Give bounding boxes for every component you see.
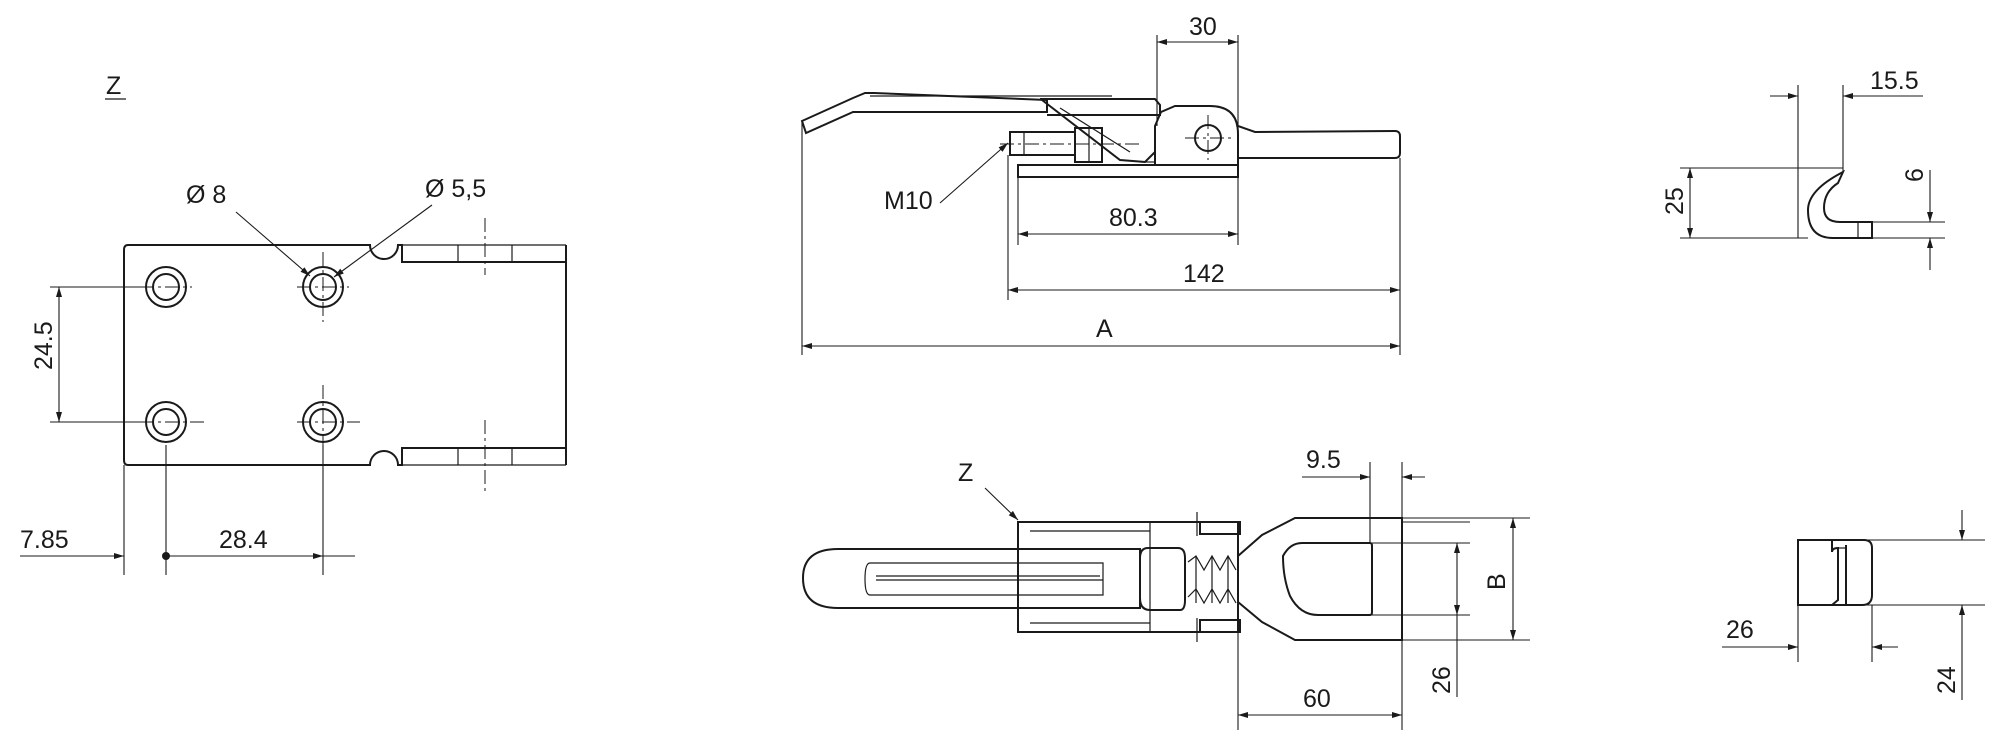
hook-front-view: 24 26	[1722, 510, 1985, 700]
handle	[1237, 125, 1401, 159]
dim-30-text: 30	[1189, 13, 1217, 41]
dim-80-3-text: 80.3	[1109, 204, 1158, 232]
base-plate-top	[1017, 521, 1239, 633]
hole-top-right	[297, 252, 349, 322]
m10-leader	[939, 142, 1009, 204]
view-z-label: Z	[106, 72, 121, 100]
dim-m10-text: M10	[884, 187, 933, 215]
hook-side-view: 15.5 25 6	[1661, 67, 1945, 270]
dim-142-text: 142	[1183, 260, 1225, 288]
dim-b-text: B	[1483, 573, 1511, 590]
u-shackle	[1237, 517, 1403, 641]
view-z-base-plate: Z	[20, 72, 567, 575]
dim-26-hook-text: 26	[1726, 616, 1754, 644]
hook-front-step	[1831, 540, 1839, 606]
pin-head-bot	[1199, 619, 1241, 633]
dim-7-85-text: 7.85	[20, 526, 69, 554]
dia-5-5-leader	[333, 204, 433, 278]
lever-upper	[1040, 98, 1161, 116]
ref-z-label: Z	[958, 459, 973, 487]
dim-26-side-text: 26	[1428, 666, 1456, 694]
handle-slot	[864, 562, 1104, 596]
dim-60-text: 60	[1303, 685, 1331, 713]
dia-8-leader	[235, 211, 311, 277]
lever-link-inner	[1059, 107, 1131, 153]
dim-15-5-text: 15.5	[1870, 67, 1919, 95]
top-view-latch: Z 9.5 B 26 60	[801, 446, 1530, 730]
handle-top	[801, 548, 1141, 609]
dim-25-text: 25	[1661, 187, 1689, 215]
lever-body	[800, 92, 1048, 135]
hook-front-outer	[1797, 539, 1873, 606]
dia-5-5-label: Ø 5,5	[425, 175, 486, 203]
lever-link	[1041, 99, 1156, 164]
hole-bottom-right	[297, 385, 360, 460]
dia-8-label: Ø 8	[186, 181, 226, 209]
dim-a-text: A	[1096, 315, 1113, 343]
side-view-latch: M10 30 80.3 142 A	[800, 13, 1401, 355]
hook-profile-outer	[1806, 169, 1873, 239]
dim-28-4-text: 28.4	[219, 526, 268, 554]
ref-z-leader	[984, 487, 1019, 521]
base-plate-side	[1017, 164, 1239, 178]
pivot-block	[1154, 105, 1239, 166]
nut	[1074, 127, 1103, 163]
plate-outline	[123, 244, 567, 466]
dim-24-text: 24	[1933, 666, 1961, 694]
pin-head-top	[1199, 521, 1241, 535]
spring-housing	[1139, 547, 1186, 611]
u-shackle-opening	[1281, 542, 1373, 616]
dim-datum-dot	[162, 552, 170, 560]
dim-9-5-text: 9.5	[1306, 446, 1341, 474]
spring-coil	[1187, 554, 1237, 605]
dim-6-text: 6	[1901, 168, 1929, 182]
dim-24-5-text: 24.5	[30, 321, 58, 370]
